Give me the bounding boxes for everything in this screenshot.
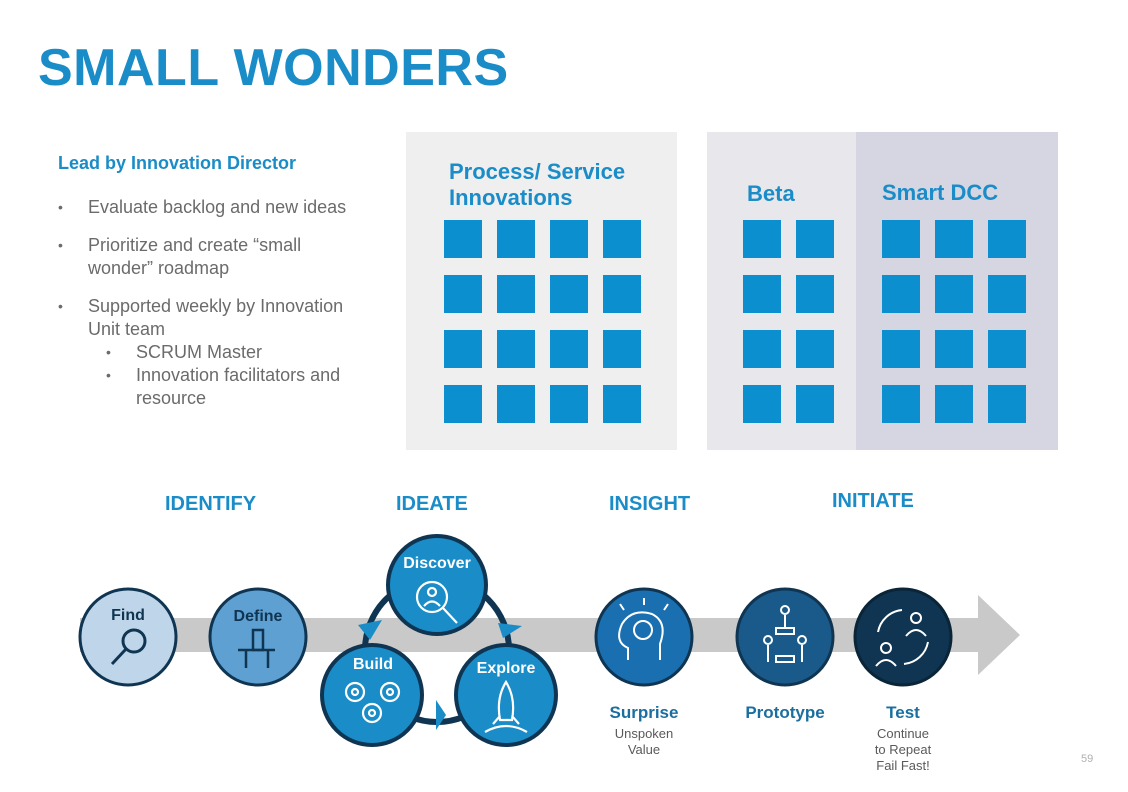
grid-square: [935, 330, 973, 368]
discover-label: Discover: [403, 555, 471, 572]
surprise-sub-1: Unspoken: [614, 726, 674, 741]
rocket-icon: [484, 679, 528, 733]
team-build-icon: [763, 605, 807, 663]
process-panel-label: Process/ Service Innovations: [449, 159, 626, 210]
prototype-label: Prototype: [745, 703, 825, 722]
page-title: SMALL WONDERS: [38, 39, 509, 97]
people-cycle-icon: [875, 609, 929, 667]
grid-square: [603, 330, 641, 368]
grid-square: [550, 275, 588, 313]
brain-head-icon: [618, 598, 669, 660]
grid-square: [796, 220, 834, 258]
process-innovations-panel: Process/ Service Innovations: [406, 132, 677, 450]
grid-square: [603, 220, 641, 258]
flow-arrow: [80, 595, 1020, 675]
grid-square: [988, 385, 1026, 423]
grid-square: [444, 275, 482, 313]
beta-panel-label: Beta: [747, 181, 795, 206]
grid-square: [603, 275, 641, 313]
grid-square: [988, 330, 1026, 368]
page-number: 59: [1081, 753, 1094, 765]
grid-square: [882, 275, 920, 313]
surprise-circle: [594, 587, 694, 687]
pencil-hand-icon: [238, 628, 275, 668]
discover-circle: Discover: [386, 534, 488, 636]
grid-square: [444, 385, 482, 423]
sub-bullet-item: Innovation facilitators and resource: [88, 364, 358, 410]
explore-label: Explore: [477, 660, 536, 677]
grid-square: [444, 330, 482, 368]
beta-panel: Beta: [707, 132, 856, 450]
phase-identify: IDENTIFY: [165, 493, 257, 515]
smart-panel-label: Smart DCC: [882, 180, 999, 205]
test-label: Test: [886, 703, 920, 722]
grid-square: [497, 330, 535, 368]
sub-bullet-item: SCRUM Master: [88, 341, 358, 364]
bullet-item: Evaluate backlog and new ideas: [58, 196, 358, 219]
test-circle: [853, 587, 953, 687]
grid-square: [743, 220, 781, 258]
build-label: Build: [353, 656, 393, 673]
phase-insight: INSIGHT: [609, 493, 691, 515]
cycle-arrow-icon: [436, 700, 446, 730]
cycle-arrow-icon: [498, 623, 522, 638]
grid-square: [497, 385, 535, 423]
person-search-icon: [415, 580, 458, 624]
test-sub-1: Continue: [876, 726, 930, 741]
cycle-arrow-icon: [358, 620, 382, 640]
grid-square: [988, 275, 1026, 313]
grid-square: [796, 330, 834, 368]
prototype-circle: [735, 587, 835, 687]
grid-square: [444, 220, 482, 258]
grid-square: [796, 385, 834, 423]
grid-square: [882, 220, 920, 258]
grid-square: [935, 275, 973, 313]
grid-square: [550, 385, 588, 423]
bullet-text: Supported weekly by Innovation Unit team: [88, 296, 344, 339]
grid-square: [743, 385, 781, 423]
find-circle: Find: [78, 587, 178, 687]
grid-square: [743, 330, 781, 368]
find-label: Find: [111, 607, 145, 624]
explore-circle: Explore: [454, 643, 558, 747]
define-circle: Define: [208, 587, 308, 687]
phase-ideate: IDEATE: [396, 493, 468, 515]
magnifier-icon: [110, 628, 147, 666]
grid-square: [550, 330, 588, 368]
grid-square: [550, 220, 588, 258]
grid-square: [935, 220, 973, 258]
bullet-item: Supported weekly by Innovation Unit team…: [58, 295, 358, 410]
grid-square: [743, 275, 781, 313]
grid-square: [988, 220, 1026, 258]
define-label: Define: [234, 608, 283, 625]
process-flow-diagram: Find Define Discover Build: [78, 534, 1020, 747]
build-circle: Build: [320, 643, 424, 747]
surprise-label: Surprise: [609, 703, 679, 722]
lead-heading: Lead by Innovation Director: [58, 153, 297, 173]
grid-square: [882, 330, 920, 368]
grid-square: [603, 385, 641, 423]
bullet-list: Evaluate backlog and new ideas Prioritiz…: [58, 196, 358, 410]
phase-initiate: INITIATE: [832, 490, 914, 512]
test-sub-2: to Repeat: [874, 742, 932, 757]
grid-square: [882, 385, 920, 423]
test-sub-3: Fail Fast!: [876, 758, 930, 773]
grid-square: [497, 220, 535, 258]
grid-square: [497, 275, 535, 313]
smart-dcc-panel: Smart DCC: [856, 132, 1058, 450]
gears-icon: [344, 681, 401, 724]
grid-square: [796, 275, 834, 313]
surprise-sub-2: Value: [627, 742, 661, 757]
grid-square: [935, 385, 973, 423]
bullet-item: Prioritize and create “small wonder” roa…: [58, 234, 358, 280]
